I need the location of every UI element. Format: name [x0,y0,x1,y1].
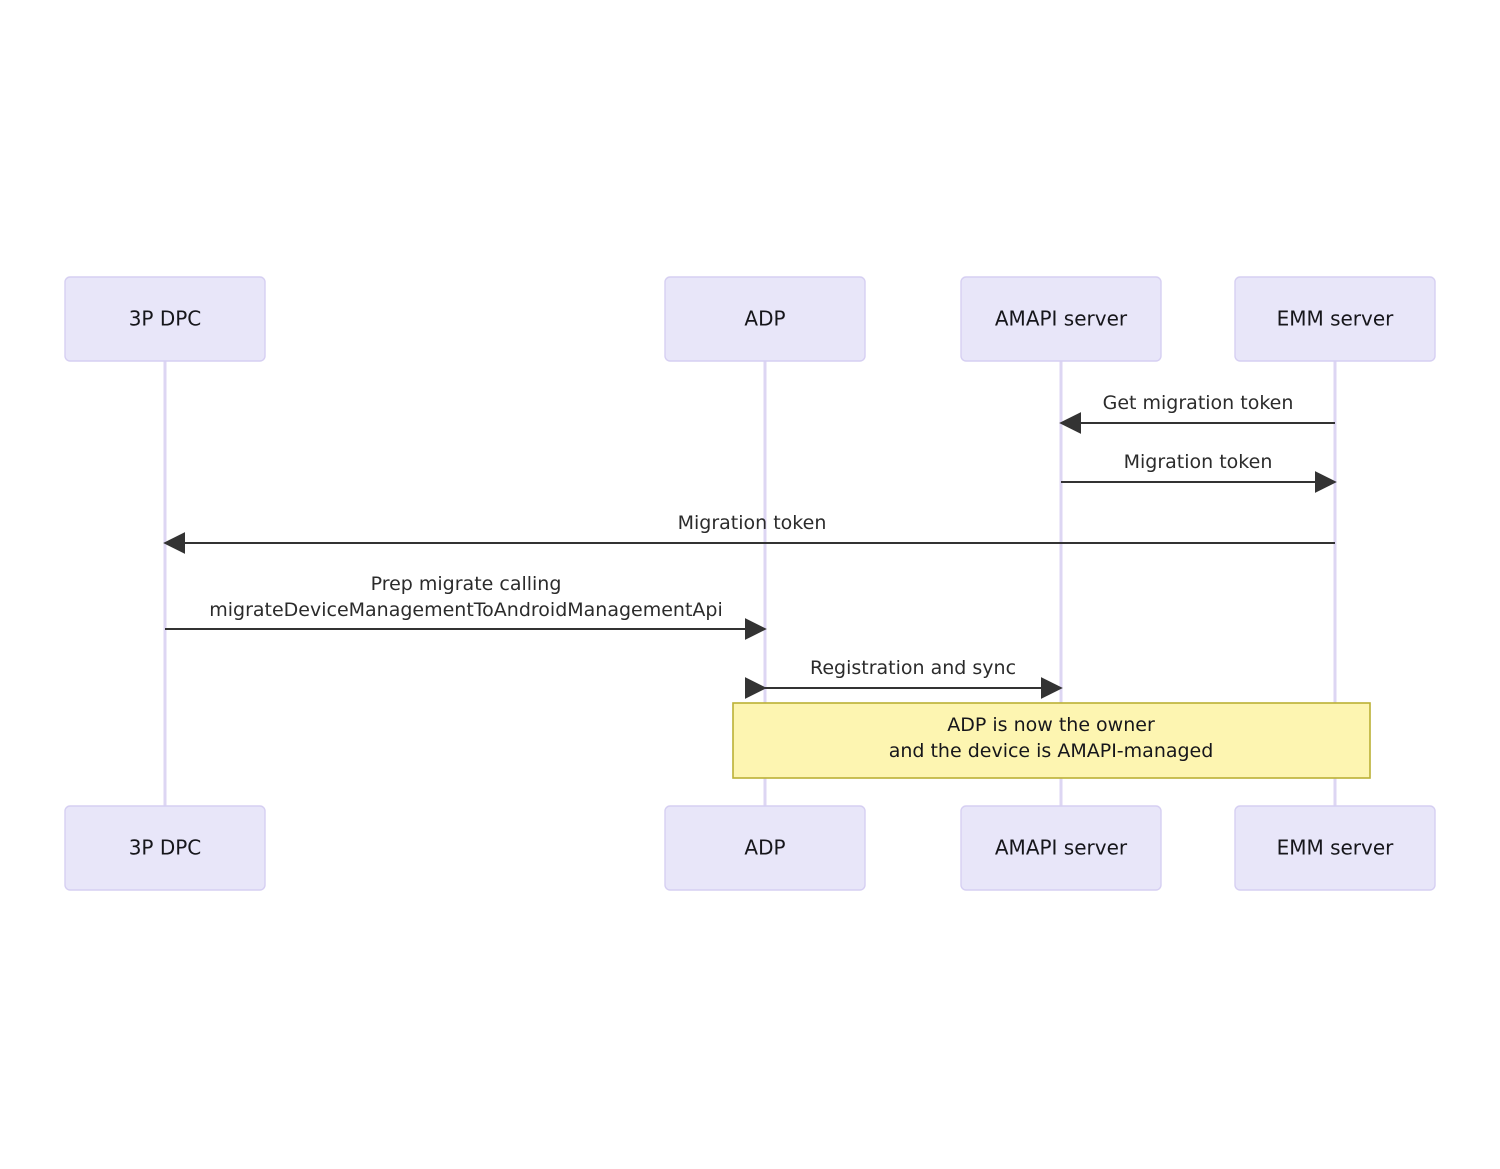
participant-box-rect [664,805,866,891]
participant-dpc-bottom[interactable]: 3P DPC [64,805,266,891]
participant-label: AMAPI server [995,307,1128,331]
participant-amapi-bottom[interactable]: AMAPI server [960,805,1162,891]
message-label: Migration token [1124,451,1273,473]
participant-emm-bottom[interactable]: EMM server [1234,805,1436,891]
message-m2: Migration token [1061,451,1337,493]
participant-box-rect [664,276,866,362]
participant-adp-bottom[interactable]: ADP [664,805,866,891]
message-label: Registration and sync [810,657,1016,679]
participant-box-rect [960,276,1162,362]
participants-bottom-group: 3P DPC ADP AMAPI server EMM server [64,805,1436,891]
message-label-line1: Prep migrate calling [371,573,562,595]
participant-box-rect [64,276,266,362]
participant-label: 3P DPC [129,836,202,860]
participant-adp-top[interactable]: ADP [664,276,866,362]
participant-label: AMAPI server [995,836,1128,860]
message-label: Get migration token [1103,392,1294,414]
participant-label: 3P DPC [129,307,202,331]
message-m1: Get migration token [1059,392,1335,434]
message-label: Migration token [678,512,827,534]
message-label-line2: migrateDeviceManagementToAndroidManageme… [209,599,723,621]
note-n1: ADP is now the owner and the device is AM… [732,702,1371,779]
note-rect [732,702,1371,779]
message-m4: Prep migrate calling migrateDeviceManagem… [165,573,767,640]
participant-label: ADP [744,307,785,331]
message-m5: Registration and sync [744,657,1063,699]
participant-emm-top[interactable]: EMM server [1234,276,1436,362]
notes-group: ADP is now the owner and the device is AM… [732,702,1371,779]
participant-dpc-top[interactable]: 3P DPC [64,276,266,362]
participant-box-rect [1234,276,1436,362]
participant-label: EMM server [1277,307,1395,331]
participant-box-rect [1234,805,1436,891]
participant-label: ADP [744,836,785,860]
participant-label: EMM server [1277,836,1395,860]
participants-top-group: 3P DPC ADP AMAPI server EMM server [64,276,1436,362]
note-text-line2: and the device is AMAPI-managed [889,740,1214,762]
note-text-line1: ADP is now the owner [947,714,1155,736]
participant-box-rect [960,805,1162,891]
participant-box-rect [64,805,266,891]
message-m3: Migration token [163,512,1335,554]
participant-amapi-top[interactable]: AMAPI server [960,276,1162,362]
